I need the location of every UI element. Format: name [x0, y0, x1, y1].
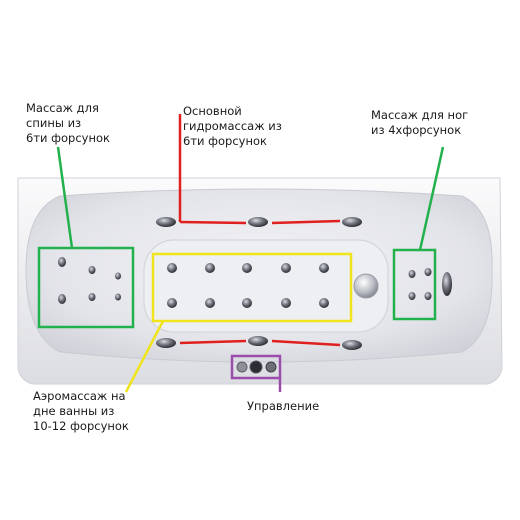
control-buttons [236, 360, 277, 374]
label-line: гидромассаж из [183, 119, 282, 133]
label-line: 6ти форсунок [183, 134, 267, 148]
label-line: 6ти форсунок [26, 131, 110, 145]
control-box [230, 354, 282, 380]
nozzle-icon [281, 263, 291, 273]
nozzle-icon [58, 294, 66, 304]
label-control: Управление [247, 399, 347, 414]
control-button-icon [236, 361, 248, 373]
nozzle-icon [156, 338, 176, 348]
nozzle-icon [242, 263, 252, 273]
label-line: дне ванны из [33, 404, 115, 418]
label-back-massage: Массаж для спины из 6ти форсунок [26, 101, 146, 146]
label-line: Аэромассаж на [33, 389, 126, 403]
label-line: спины из [26, 116, 82, 130]
label-line: из 4хфорсунок [371, 123, 462, 137]
nozzle-icon [156, 217, 176, 227]
label-line: Массаж для ног [371, 108, 469, 122]
nozzle-icon [281, 298, 291, 308]
back-nozzles [58, 257, 121, 304]
aero-massage-leader [124, 320, 165, 393]
nozzle-icon [167, 298, 177, 308]
leg-nozzles [408, 268, 452, 300]
nozzle-icon [248, 336, 268, 346]
nozzle-icon [424, 292, 432, 300]
label-leg-massage: Массаж для ног из 4хфорсунок [371, 108, 511, 138]
tub-floor [143, 239, 389, 333]
label-line: 10-12 форсунок [33, 419, 129, 433]
label-aero-massage: Аэромассаж на дне ванны из 10-12 форсуно… [33, 389, 183, 434]
nozzle-icon [408, 292, 416, 300]
nozzle-icon [408, 270, 416, 278]
label-line: Массаж для [26, 101, 99, 115]
label-line: Основной [183, 104, 242, 118]
back-massage-leader [56, 146, 74, 249]
nozzle-icon [319, 263, 329, 273]
nozzle-icon [342, 217, 362, 227]
nozzle-icon [115, 272, 121, 280]
aero-nozzles [167, 263, 329, 308]
main-nozzles-bottom [156, 336, 362, 350]
nozzle-icon [242, 298, 252, 308]
nozzle-icon [88, 266, 96, 274]
nozzle-icon [248, 217, 268, 227]
control-button-icon [265, 361, 277, 373]
nozzle-icon [442, 272, 452, 296]
drain-icon [353, 273, 379, 299]
main-lines [178, 114, 341, 347]
back-massage-box [37, 246, 135, 329]
leg-massage-leader [418, 146, 445, 251]
nozzle-icon [424, 268, 432, 276]
label-line: Управление [247, 399, 320, 413]
nozzle-icon [167, 263, 177, 273]
nozzle-icon [342, 340, 362, 350]
leg-massage-box [392, 248, 437, 321]
nozzle-icon [205, 263, 215, 273]
aero-massage-box [151, 252, 353, 323]
nozzle-icon [205, 298, 215, 308]
nozzle-icon [88, 293, 96, 301]
control-button-icon [249, 360, 263, 374]
nozzle-icon [58, 257, 66, 267]
nozzle-icon [319, 298, 329, 308]
main-nozzles-top [156, 217, 362, 227]
label-main-hydromassage: Основной гидромассаж из 6ти форсунок [183, 104, 333, 149]
nozzle-icon [115, 293, 121, 301]
